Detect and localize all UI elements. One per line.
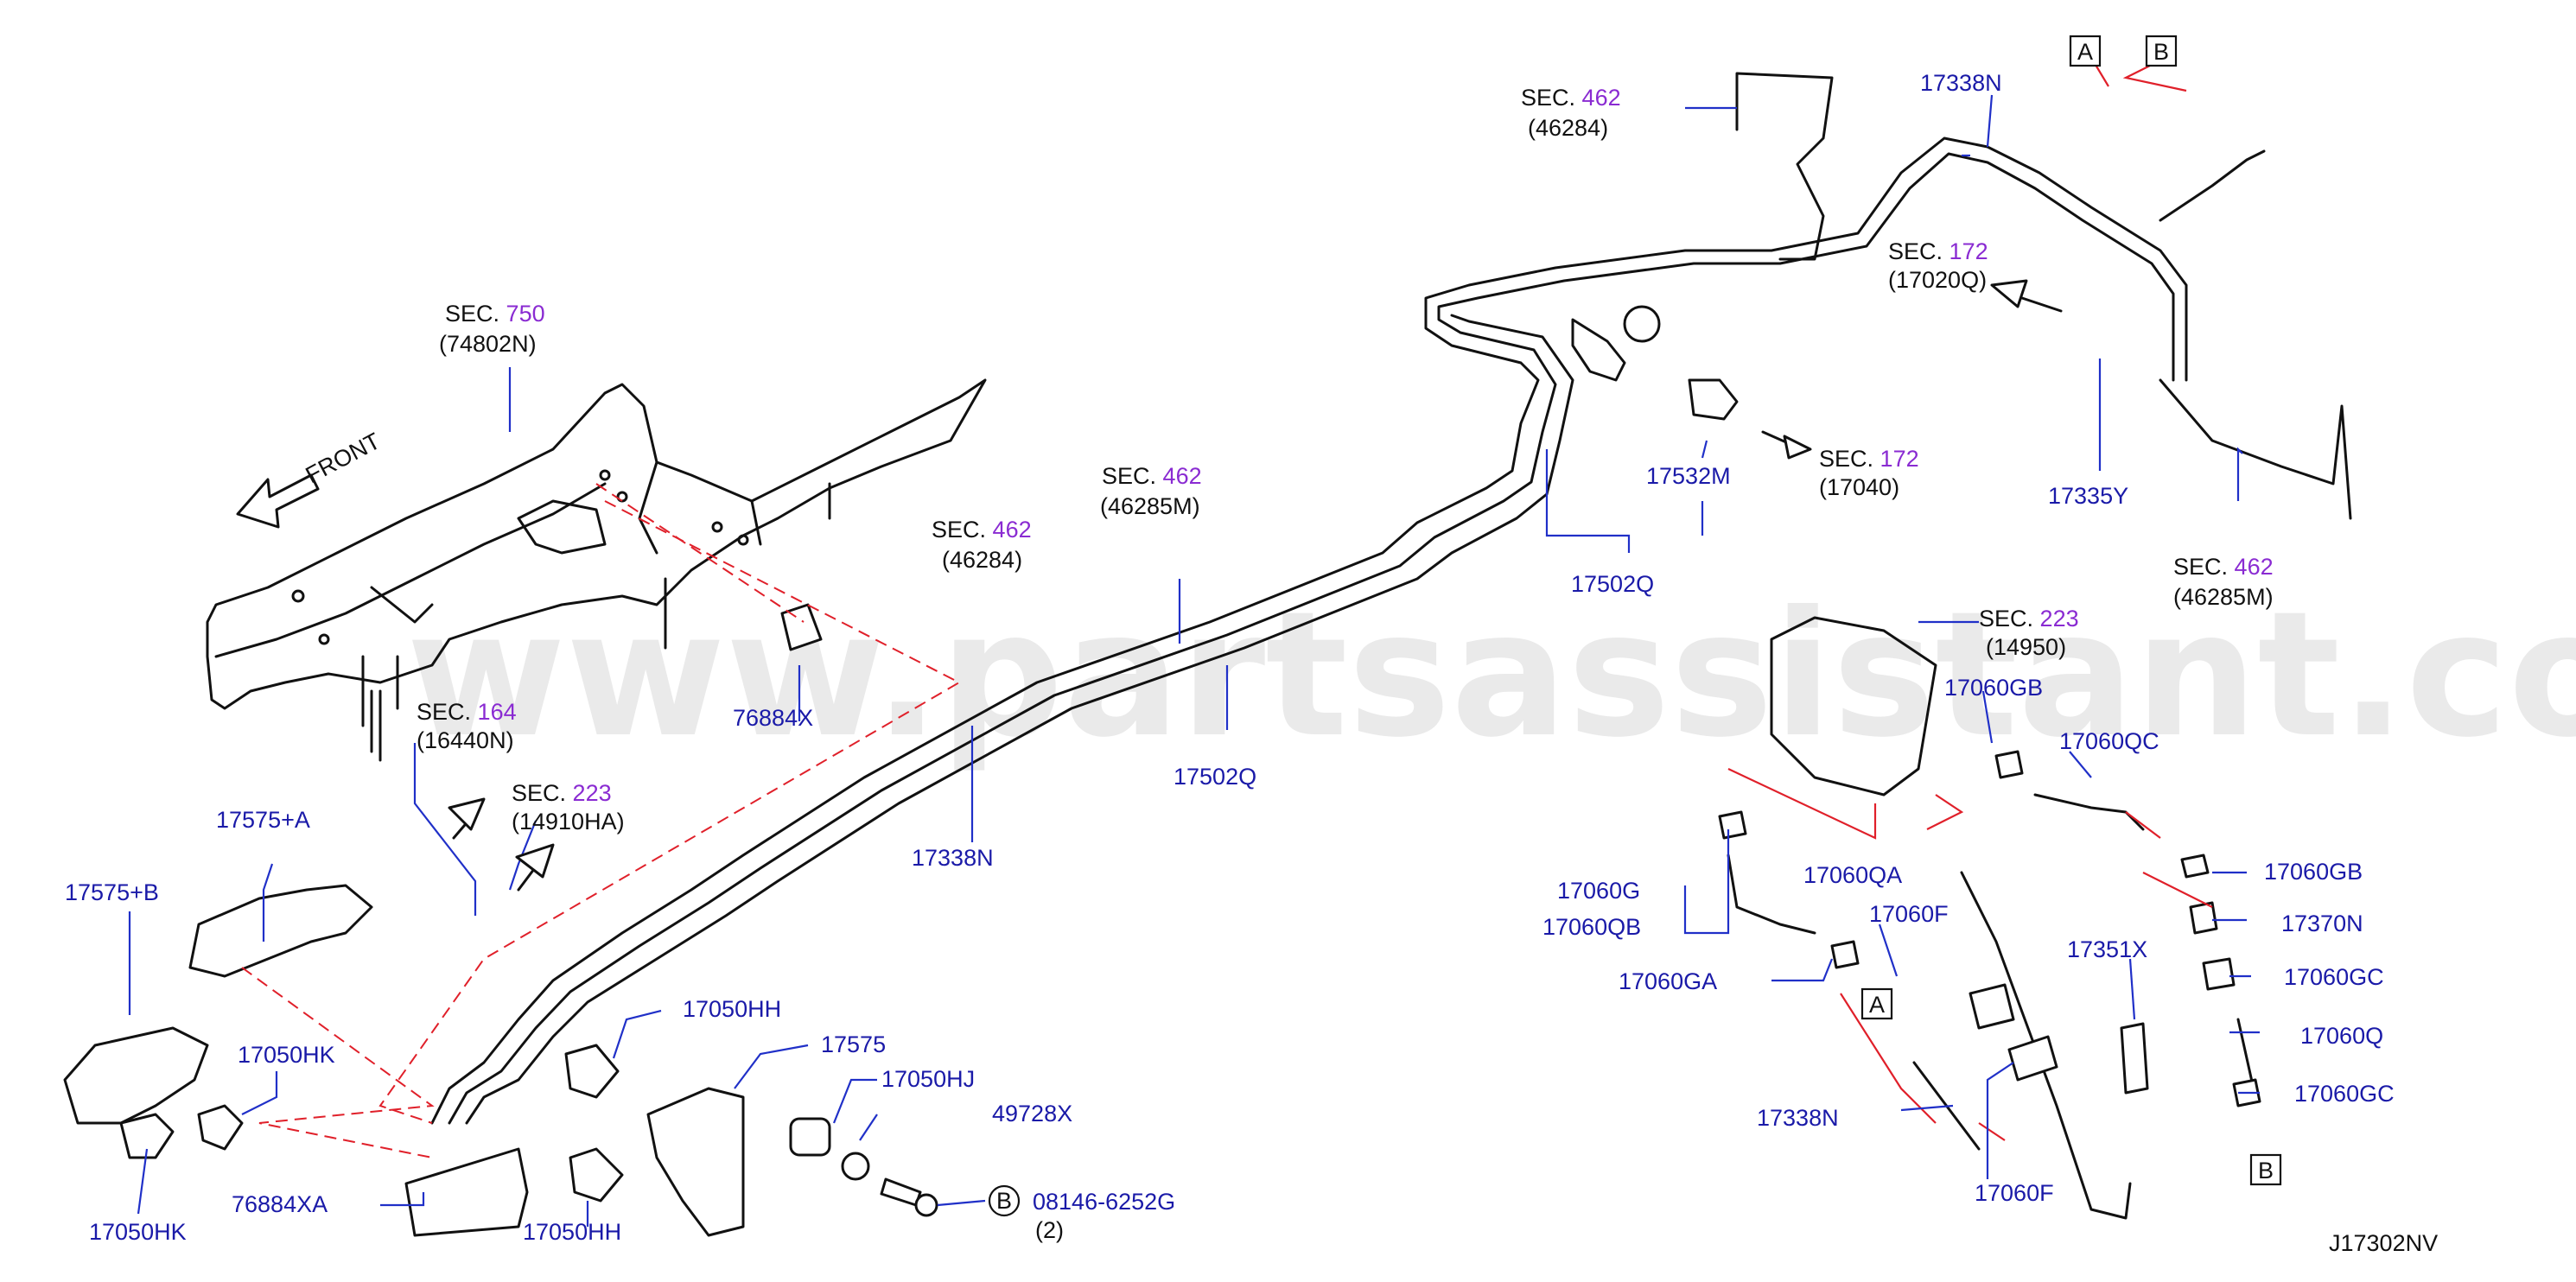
part-label: 17338N	[1757, 1105, 1839, 1131]
part-label: 17060QB	[1542, 914, 1641, 940]
section-arrows	[448, 279, 2063, 892]
part-label: 17060GB	[1944, 675, 2043, 701]
sec-462-code-b: (46285M)	[1100, 493, 1200, 519]
sec-462-ref-d: SEC. 462	[2173, 554, 2274, 580]
callout-b-bolt: B	[996, 1188, 1012, 1214]
part-label: 17532M	[1646, 463, 1731, 489]
part-label: 17050HK	[89, 1219, 187, 1245]
sec-462-ref-a: SEC. 462	[932, 517, 1032, 543]
sec-750-code: (74802N)	[439, 331, 537, 357]
frame-member-drawing	[206, 378, 987, 762]
part-label: 17060GA	[1619, 968, 1717, 994]
part-label: (2)	[1035, 1217, 1064, 1243]
part-label: 17575+A	[216, 807, 310, 833]
sec-223-code-b: (14950)	[1986, 634, 2066, 660]
fuel-filter-connector	[1571, 305, 1739, 421]
drawing-code: J17302NV	[2329, 1230, 2438, 1256]
sec-172-code-a: (17020Q)	[1888, 267, 1987, 293]
sec-462-code-d: (46285M)	[2173, 584, 2274, 610]
part-number-labels: 76884X 17502Q 17338N 17575+A 17575+B 170…	[65, 70, 2395, 1245]
callout-boxes	[988, 35, 2282, 1217]
part-label: 17370N	[2281, 911, 2363, 936]
sec-164-ref: SEC. 164	[417, 699, 517, 725]
part-label: 17351X	[2067, 936, 2147, 962]
callout-a-top: A	[2077, 39, 2093, 65]
part-label: 17575+B	[65, 879, 159, 905]
part-label: 17338N	[912, 845, 994, 871]
part-label: 17502Q	[1174, 764, 1256, 790]
part-label: 17050HK	[238, 1042, 335, 1068]
small-parts-left	[63, 603, 938, 1237]
sec-172-code-b: (17040)	[1819, 474, 1899, 500]
sec-223-ref-b: SEC. 223	[1979, 606, 2079, 631]
leader-lines	[128, 94, 2260, 1227]
callout-b-bottom: B	[2258, 1158, 2274, 1184]
part-label: 17060QC	[2059, 728, 2159, 754]
part-label: 17060GC	[2294, 1081, 2395, 1107]
part-label: 17050HJ	[881, 1066, 975, 1092]
fuel-tube-bundle	[430, 72, 2352, 1125]
part-label: 49728X	[992, 1101, 1072, 1127]
part-label: 17050HH	[683, 996, 781, 1022]
part-label: 17060GB	[2264, 859, 2363, 885]
part-label: 76884X	[733, 705, 813, 731]
sec-462-ref-b: SEC. 462	[1102, 463, 1202, 489]
sec-750-ref: SEC. 750	[445, 301, 545, 327]
front-label: FRONT	[302, 428, 385, 488]
part-label: 17060F	[1869, 901, 1949, 927]
callout-b-top: B	[2153, 39, 2169, 65]
part-label: 17050HH	[523, 1219, 621, 1245]
sec-223-code-a: (14910HA)	[512, 809, 625, 835]
callout-a-bottom: A	[1869, 992, 1885, 1018]
part-label: 17335Y	[2048, 483, 2128, 509]
part-label: 17060G	[1557, 878, 1640, 904]
front-arrow-icon	[236, 473, 320, 529]
part-label: 17575	[821, 1031, 886, 1057]
sec-223-ref-a: SEC. 223	[512, 780, 612, 806]
part-label: 76884XA	[232, 1191, 328, 1217]
evap-canister-hoses	[1718, 616, 2261, 1220]
sec-164-code: (16440N)	[417, 727, 514, 753]
assembly-guide-lines	[241, 60, 2213, 1158]
sec-462-ref-c: SEC. 462	[1521, 85, 1621, 111]
part-label: 17060GC	[2284, 964, 2384, 990]
sec-172-ref-a: SEC. 172	[1888, 238, 1988, 264]
part-label: 17060F	[1975, 1180, 2054, 1206]
sec-462-code-c: (46284)	[1528, 115, 1608, 141]
sec-172-ref-b: SEC. 172	[1819, 446, 1919, 472]
part-label: 17502Q	[1571, 571, 1654, 597]
section-reference-labels: SEC. 750 (74802N) SEC. 164 (16440N) SEC.…	[417, 85, 2274, 835]
part-label: 08146-6252G	[1033, 1189, 1175, 1215]
part-label: 17060Q	[2300, 1023, 2383, 1049]
part-label: 17060QA	[1803, 862, 1902, 888]
sec-462-code-a: (46284)	[942, 547, 1022, 573]
part-label: 17338N	[1920, 70, 2002, 96]
watermark: www.partsassistant.com	[406, 574, 2576, 776]
